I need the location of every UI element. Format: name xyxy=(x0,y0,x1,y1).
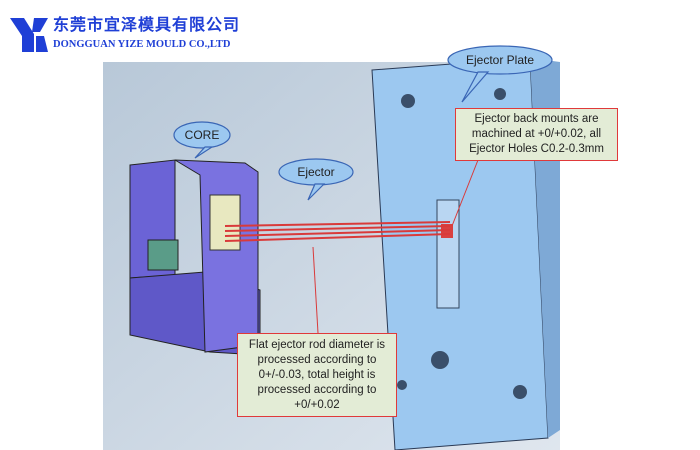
core-label: CORE xyxy=(184,128,220,142)
core-bubble xyxy=(173,121,231,149)
ejector-rods xyxy=(224,221,451,242)
company-name-cn: 东莞市宜泽模具有限公司 xyxy=(53,15,241,34)
ejector-plate-bubble xyxy=(447,45,553,75)
logo-mark-icon xyxy=(10,18,48,52)
rod-diameter-note: Flat ejector rod diameter is processed a… xyxy=(237,333,397,417)
ejector-plate-label: Ejector Plate xyxy=(465,53,535,67)
core-block xyxy=(129,159,261,356)
company-name-en: DONGGUAN YIZE MOULD CO.,LTD xyxy=(53,39,231,50)
back-mounts-note: Ejector back mounts are machined at +0/+… xyxy=(455,108,618,161)
ejector-label: Ejector xyxy=(297,165,335,179)
